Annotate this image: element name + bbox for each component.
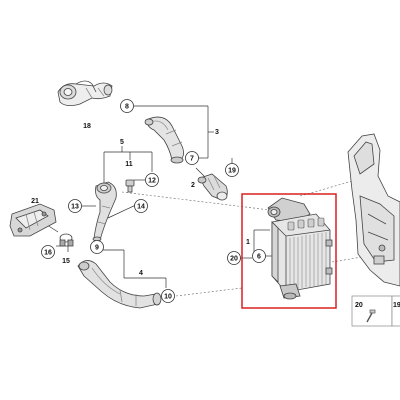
- svg-text:9: 9: [95, 245, 99, 252]
- svg-text:14: 14: [137, 204, 145, 211]
- callout-16[interactable]: 16: [41, 245, 55, 259]
- thumbnail-label-20: 20: [355, 302, 363, 309]
- bracket-assembly: [9, 203, 57, 237]
- intercooler: [267, 197, 333, 300]
- label-11: 11: [125, 161, 133, 168]
- thumbnail-label-19: 19: [393, 302, 400, 309]
- callout-7[interactable]: 7: [185, 151, 199, 165]
- callout-9[interactable]: 9: [90, 240, 104, 254]
- leader-lines: [29, 105, 276, 288]
- svg-text:6: 6: [257, 254, 261, 261]
- label-5: 5: [120, 139, 124, 146]
- callout-8[interactable]: 8: [120, 99, 134, 113]
- callout-group: 8 7 19 12 13 14 16 9: [41, 99, 266, 303]
- air-duct-housing: [347, 133, 400, 287]
- label-21: 21: [31, 198, 39, 205]
- label-4: 4: [139, 270, 143, 277]
- curved-charge-hose: [144, 116, 184, 164]
- label-15: 15: [62, 258, 70, 265]
- svg-text:8: 8: [125, 104, 129, 111]
- label-2: 2: [191, 182, 195, 189]
- hose-connector: [197, 173, 228, 201]
- lower-charge-hose: [77, 260, 162, 309]
- plain-labels: 18 3 5 11 2 21 15 4 1: [31, 123, 250, 277]
- throttle-elbow: [92, 181, 117, 242]
- svg-text:20: 20: [230, 256, 238, 263]
- svg-text:10: 10: [164, 294, 172, 301]
- bolt: [125, 179, 135, 193]
- thumbnail-bolt-icon: [366, 309, 376, 323]
- callout-13[interactable]: 13: [68, 199, 82, 213]
- thumbnail-panel: 20 19: [351, 295, 400, 327]
- callout-6[interactable]: 6: [252, 249, 266, 263]
- highlight-box: [241, 193, 337, 309]
- svg-text:19: 19: [228, 168, 236, 175]
- svg-text:7: 7: [190, 156, 194, 163]
- callout-20[interactable]: 20: [227, 251, 241, 265]
- label-3: 3: [215, 129, 219, 136]
- label-1: 1: [246, 239, 250, 246]
- label-18: 18: [83, 123, 91, 130]
- svg-text:16: 16: [44, 250, 52, 257]
- callout-19[interactable]: 19: [225, 163, 239, 177]
- upper-intake-pipe: [57, 80, 113, 106]
- hose-clamp: [59, 233, 74, 247]
- callout-10[interactable]: 10: [161, 289, 175, 303]
- callout-14[interactable]: 14: [134, 199, 148, 213]
- callout-12[interactable]: 12: [145, 173, 159, 187]
- svg-text:12: 12: [148, 178, 156, 185]
- svg-text:13: 13: [71, 204, 79, 211]
